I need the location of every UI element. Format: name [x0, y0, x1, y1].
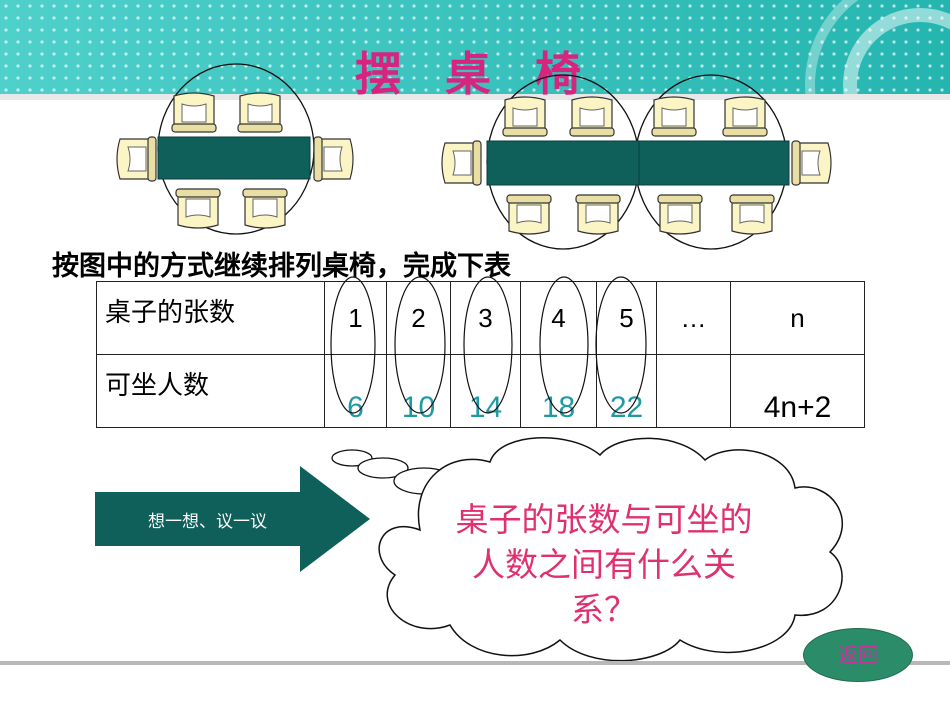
- people-formula-cell: 4n+2: [730, 354, 865, 428]
- footer-divider: [0, 661, 950, 665]
- table-count-cell: n: [730, 281, 865, 355]
- table-top: [157, 136, 311, 180]
- page-title: 摆 桌 椅: [354, 47, 596, 101]
- arrow-shape: [95, 466, 370, 572]
- table-top: [638, 140, 790, 186]
- table-top: [486, 140, 640, 186]
- banner-pattern: [0, 0, 950, 100]
- people-count-cell: [656, 354, 731, 428]
- table-chair-illustration: [116, 63, 832, 250]
- return-button[interactable]: 返回: [803, 628, 913, 682]
- question-text: 桌子的张数与可坐的人数之间有什么关系？: [455, 500, 753, 629]
- header-banner: [0, 0, 950, 100]
- arrow-label: 想一想、议一议: [148, 512, 267, 532]
- row-header-people: 可坐人数: [96, 354, 325, 428]
- row-header-tables: 桌子的张数: [96, 281, 325, 355]
